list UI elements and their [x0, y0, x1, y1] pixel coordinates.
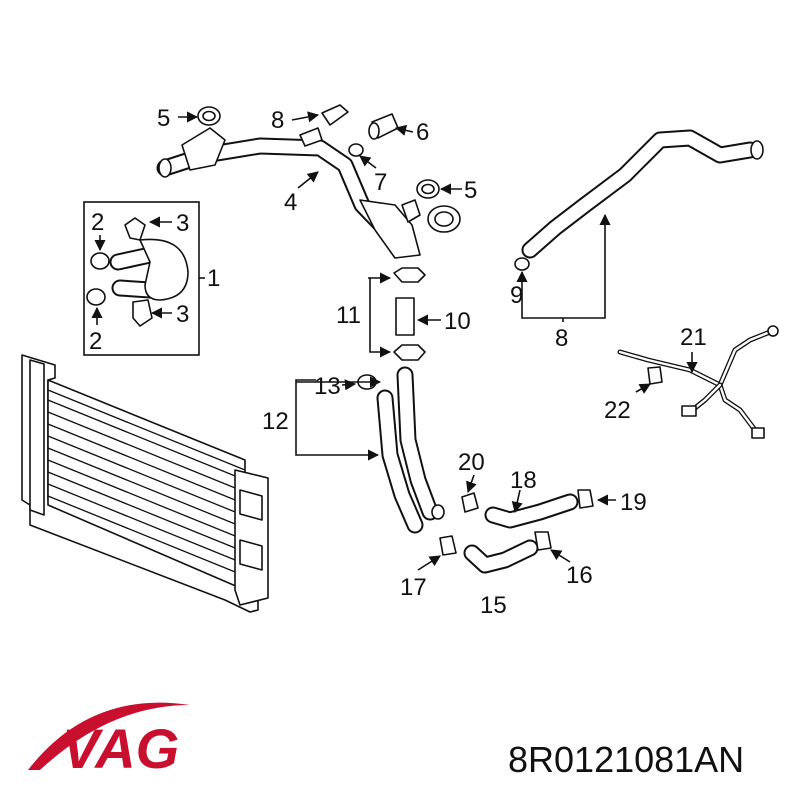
- coupling-11-12: [393, 267, 426, 361]
- callout-9: 8: [555, 325, 568, 352]
- hose-assembly-box: [83, 201, 200, 356]
- callout-1: 1: [207, 265, 220, 292]
- callout-12: 11: [336, 302, 361, 329]
- callout-11: 10: [444, 308, 471, 335]
- o-ring-7: [348, 143, 364, 157]
- callout-22: 22: [604, 397, 631, 424]
- wiring-harness-21: [617, 325, 779, 439]
- clamps: [439, 366, 663, 556]
- callout-19: 19: [620, 489, 647, 516]
- callout-7: 7: [374, 169, 387, 196]
- callout-labels: 5 8 6 7 5 4 2 3 1 3 2 11 10 9 8 13 12 21…: [89, 105, 707, 619]
- callout-10: 9: [510, 282, 523, 309]
- part-number: 8R0121081AN: [508, 739, 744, 780]
- coolant-pipe-4: [156, 127, 461, 259]
- callout-2b: 2: [89, 328, 102, 355]
- brand-logo: VAG: [28, 702, 190, 780]
- callout-16: 16: [566, 562, 593, 589]
- leader-lines: [91, 111, 698, 571]
- callout-17: 17: [400, 574, 427, 601]
- callout-21: 21: [680, 324, 707, 351]
- brand-text: VAG: [62, 717, 179, 780]
- callout-5b: 5: [464, 177, 477, 204]
- pipe-13: [357, 366, 445, 534]
- callout-3b: 3: [176, 301, 189, 328]
- callout-18: 18: [510, 467, 537, 494]
- callout-14: 13: [314, 373, 341, 400]
- callout-3a: 3: [176, 210, 189, 237]
- hose-18: [484, 493, 579, 529]
- callout-6: 6: [416, 119, 429, 146]
- callout-8: 8: [271, 107, 284, 134]
- hose-9: [514, 129, 764, 271]
- callout-5a: 5: [157, 105, 170, 132]
- sensor-6: [368, 113, 399, 140]
- callout-2a: 2: [91, 209, 104, 236]
- o-ring-5-top: [197, 106, 221, 126]
- radiator: [21, 354, 269, 613]
- callout-15: 15: [480, 592, 507, 619]
- o-ring-5-right: [416, 179, 440, 199]
- callout-4: 4: [284, 189, 297, 216]
- callout-13: 12: [262, 408, 289, 435]
- hose-15: [463, 539, 539, 574]
- callout-20: 20: [458, 449, 485, 476]
- clip-8: [321, 104, 349, 126]
